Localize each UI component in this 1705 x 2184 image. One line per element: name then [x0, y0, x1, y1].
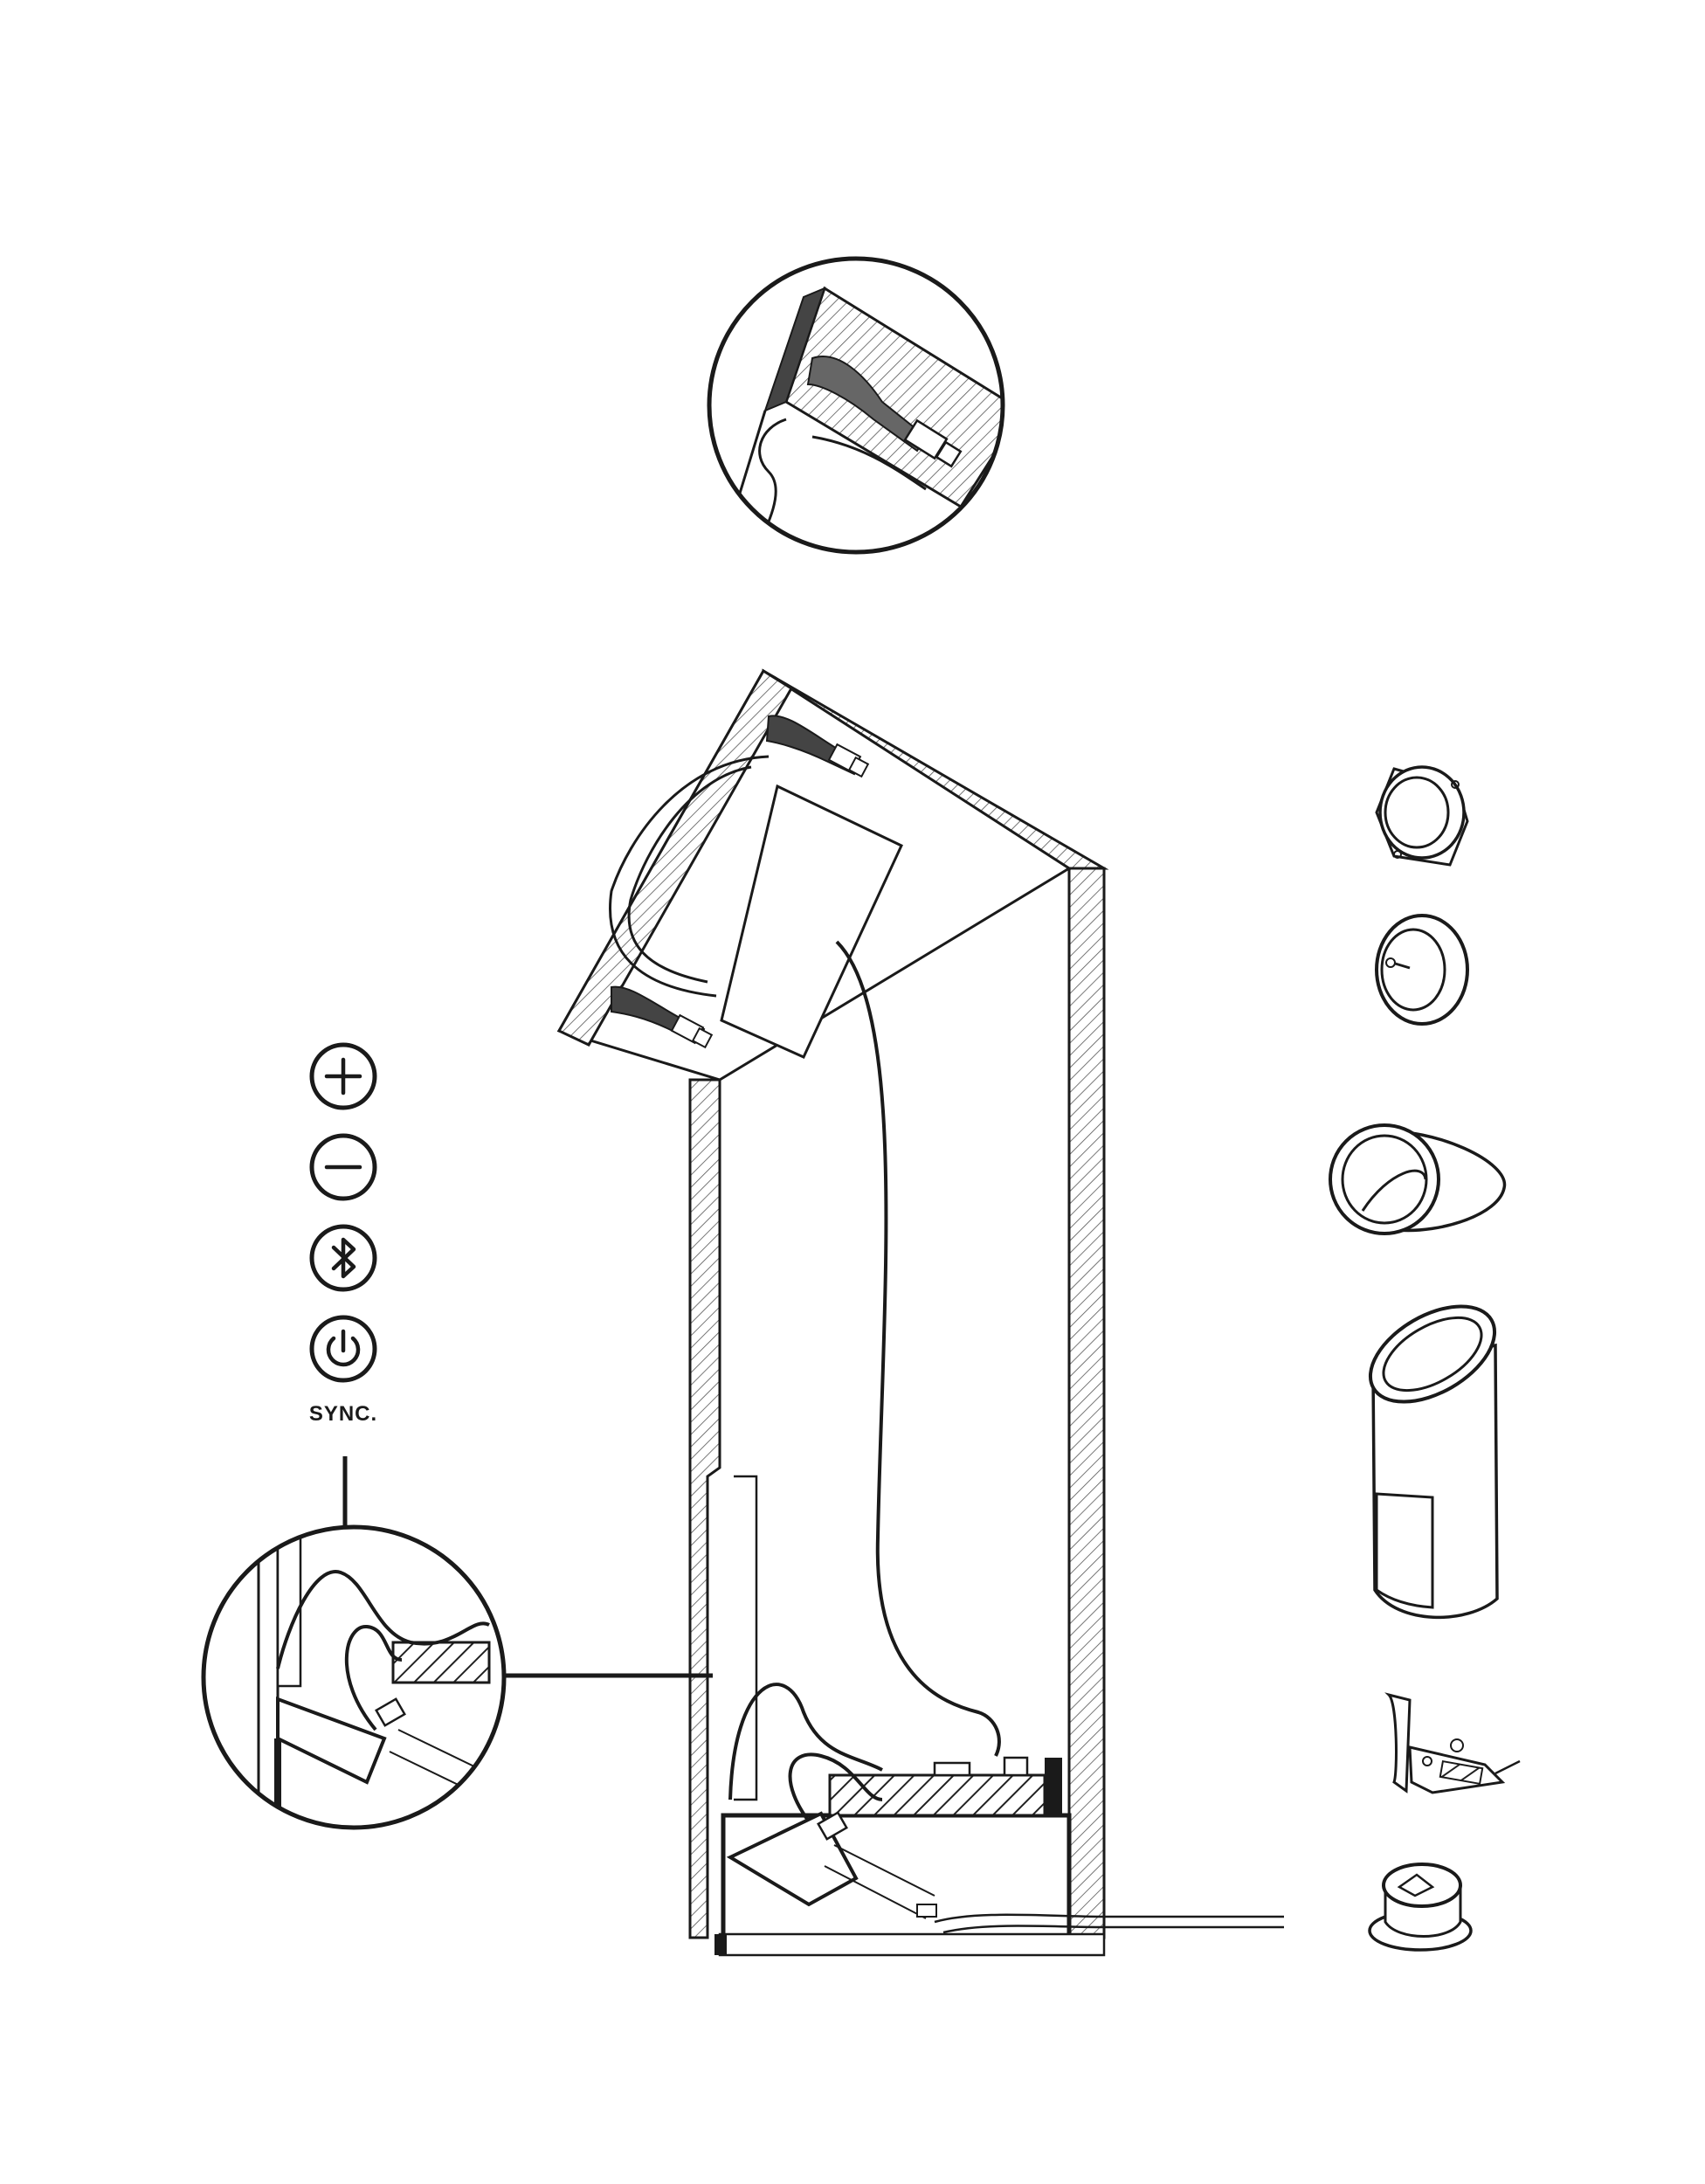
plus-icon — [324, 1057, 362, 1095]
sync-label: SYNC. — [309, 1402, 377, 1426]
control-panel: SYNC. — [309, 1042, 377, 1426]
bluetooth-button[interactable] — [309, 1224, 377, 1292]
circuit-board-icon — [1384, 1692, 1521, 1794]
cylinder-housing-icon — [1368, 1304, 1499, 1620]
upper-mount — [765, 715, 870, 778]
driver-flange-icon — [1375, 765, 1469, 867]
power-cord — [934, 1913, 1284, 1934]
lower-mount — [611, 985, 714, 1049]
top-detail-magnifier — [707, 256, 1005, 555]
driver-ring-icon — [1375, 914, 1469, 1026]
component-list — [1329, 765, 1521, 1952]
power-icon — [326, 1329, 361, 1367]
front-wall — [688, 1078, 721, 1939]
volume-down-button[interactable] — [309, 1133, 377, 1201]
driver-magnet — [720, 784, 903, 1059]
left-detail-magnifier — [201, 1456, 713, 1830]
base-cap-icon — [1368, 1863, 1473, 1952]
head-baffle — [556, 668, 794, 1047]
speaker-body — [556, 668, 1284, 1957]
bluetooth-icon — [331, 1237, 356, 1279]
volume-up-button[interactable] — [309, 1042, 377, 1110]
circuit-board — [828, 1773, 1046, 1817]
driver-cable — [835, 940, 1001, 1757]
back-wall — [1067, 867, 1106, 1939]
angled-collar-icon — [1329, 1123, 1507, 1235]
power-button[interactable] — [309, 1315, 377, 1383]
